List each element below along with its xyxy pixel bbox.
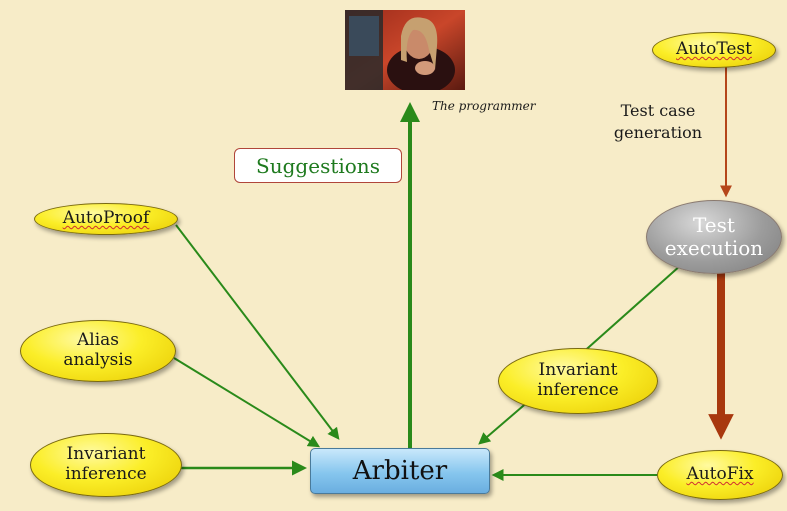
autotest-node: AutoTest xyxy=(652,32,776,68)
autoproof-node: AutoProof xyxy=(34,203,178,235)
arrow-invariant-right-to-arbiter xyxy=(478,399,531,445)
suggestions-label: Suggestions xyxy=(234,148,402,183)
arrow-testexec-to-invariant xyxy=(579,264,682,356)
programmer-photo xyxy=(345,10,465,90)
arrow-alias-to-arbiter xyxy=(173,357,321,448)
arrow-autoproof-to-arbiter xyxy=(175,224,340,440)
test-case-generation-label: Test case generation xyxy=(613,101,703,142)
programmer-caption: The programmer xyxy=(432,99,536,113)
arbiter-node: Arbiter xyxy=(310,448,490,494)
autofix-node: AutoFix xyxy=(657,450,783,500)
